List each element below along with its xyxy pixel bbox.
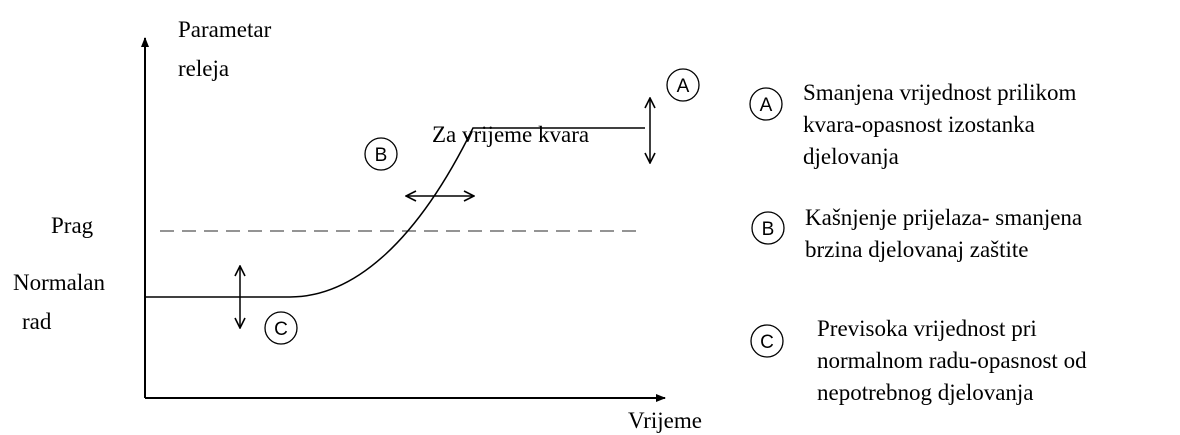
svg-text:A: A: [677, 76, 690, 97]
marker-a: A: [666, 68, 700, 102]
svg-text:B: B: [762, 219, 775, 240]
threshold-label: Prag: [51, 213, 94, 238]
legend-description-c: Previsoka vrijednost pri normalnom radu-…: [817, 313, 1087, 409]
legend-c-line-2: normalnom radu-opasnost od: [817, 348, 1087, 373]
fault-label: Za vrijeme kvara: [432, 122, 589, 147]
legend-marker-c: C: [750, 324, 784, 358]
legend-c-line-3: nepotrebnog djelovanja: [817, 380, 1034, 405]
svg-text:A: A: [760, 95, 773, 116]
legend-marker-b: B: [751, 211, 785, 245]
svg-text:C: C: [274, 319, 288, 340]
legend-description-b: Kašnjenje prijelaza- smanjena brzina dje…: [805, 202, 1082, 266]
legend-marker-a: A: [749, 87, 783, 121]
svg-text:B: B: [375, 145, 388, 166]
legend-description-a: Smanjena vrijednost prilikom kvara-opasn…: [803, 77, 1076, 173]
legend-a-line-1: Smanjena vrijednost prilikom: [803, 80, 1077, 105]
legend-a-line-3: djelovanja: [803, 144, 899, 169]
legend-b-line-1: Kašnjenje prijelaza- smanjena: [805, 205, 1083, 230]
x-axis-label: Vrijeme: [628, 408, 702, 433]
svg-text:C: C: [760, 332, 774, 353]
y-axis-label: Parametar releja: [178, 17, 277, 81]
normal-operation-label: Normalan rad: [13, 270, 111, 334]
legend-b-line-2: brzina djelovanaj zaštite: [805, 237, 1029, 262]
parameter-curve: [145, 127, 645, 298]
marker-b: B: [364, 137, 398, 171]
legend-c-line-1: Previsoka vrijednost pri: [817, 316, 1037, 341]
legend-a-line-2: kvara-opasnost izostanka: [803, 112, 1035, 137]
marker-c: C: [264, 311, 298, 345]
